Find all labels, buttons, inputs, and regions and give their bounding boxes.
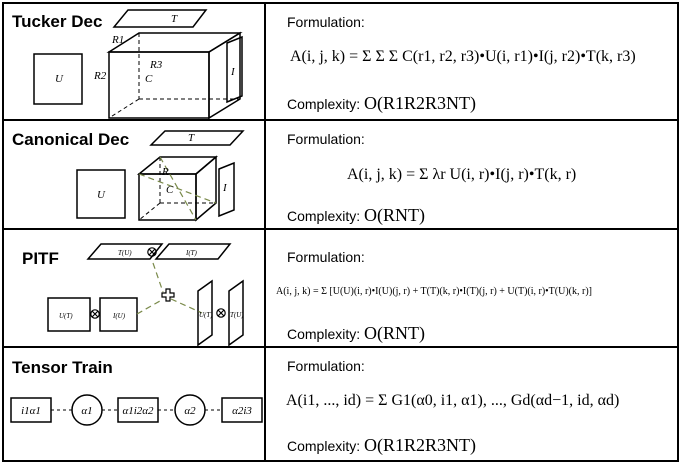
table-frame [2, 2, 679, 462]
train-core-3 [221, 397, 263, 423]
tucker-label-r3: R3 [149, 59, 163, 71]
formulation-label: Formulation: [287, 131, 365, 147]
column-divider [264, 2, 266, 462]
tucker-label-u: U [55, 73, 64, 85]
row-title-pitf: PITF [22, 249, 59, 268]
canonical-core-side [195, 155, 217, 222]
pitf-label-i-u: I(U) [112, 312, 126, 320]
pitf-plus-icon [161, 288, 175, 302]
complexity-value: O(RNT) [364, 323, 426, 343]
pitf-t-u-factor-2 [228, 279, 244, 347]
pitf-diagram [47, 243, 244, 347]
row-title-tensor-train: Tensor Train [12, 358, 113, 377]
tucker-label-i: I [230, 66, 236, 78]
complexity-row: Complexity: O(R1R2R3NT) [287, 93, 476, 114]
pitf-label-u-t-2: U(T) [199, 311, 213, 319]
tucker-label-r1: R1 [111, 34, 124, 46]
tucker-core-side [208, 31, 241, 120]
pitf-i-t-factor [154, 243, 232, 260]
complexity-value: O(RNT) [364, 205, 426, 225]
tensor-train-diagram [10, 394, 263, 426]
canonical-i-factor [218, 161, 235, 218]
row-title-canonical: Canonical Dec [12, 130, 130, 149]
canonical-label-c: C [166, 184, 174, 196]
row-title-tucker: Tucker Dec [12, 12, 103, 31]
tucker-label-t: T [171, 13, 178, 25]
formulation-label: Formulation: [287, 14, 365, 30]
tucker-core-top [106, 32, 243, 53]
tucker-label-r2: R2 [93, 70, 107, 82]
canonical-label-i: I [222, 182, 228, 194]
train-label-3: α1i2α2 [122, 405, 154, 417]
row-divider [2, 346, 679, 348]
train-label-2: α1 [81, 405, 92, 417]
complexity-label: Complexity: [287, 326, 361, 342]
row-divider [2, 119, 679, 121]
tensor-train-formula: A(i1, ..., id) = Σ G1(α0, i1, α1), ..., … [286, 392, 620, 409]
tucker-formula: A(i, j, k) = Σ Σ Σ C(r1, r2, r3)•U(i, r1… [290, 48, 636, 65]
complexity-label: Complexity: [287, 438, 361, 454]
pitf-times-icons [90, 247, 226, 319]
pitf-formula: A(i, j, k) = Σ [U(U)(i, r)•I(U)(j, r) + … [276, 286, 592, 297]
complexity-row: Complexity: O(RNT) [287, 205, 425, 226]
pitf-u-t-factor [47, 297, 91, 332]
canonical-u-factor [76, 169, 126, 219]
pitf-label-t-u-2: T(U) [230, 311, 244, 319]
row-divider [2, 228, 679, 230]
pitf-i-u-factor [99, 297, 138, 332]
pitf-u-t-factor-2 [197, 279, 213, 347]
complexity-value: O(R1R2R3NT) [364, 435, 477, 455]
canonical-formula: A(i, j, k) = Σ λr U(i, r)•I(j, r)•T(k, r… [347, 166, 577, 183]
pitf-t-u-factor [86, 243, 164, 260]
canonical-label-r: R [161, 166, 169, 178]
formulation-label: Formulation: [287, 249, 365, 265]
canonical-t-factor [149, 130, 245, 146]
tucker-label-c: C [145, 73, 153, 85]
complexity-row: Complexity: O(RNT) [287, 323, 425, 344]
canonical-diagram [76, 130, 245, 222]
canonical-label-t: T [188, 132, 195, 144]
canonical-core-top [136, 156, 219, 175]
complexity-row: Complexity: O(R1R2R3NT) [287, 435, 476, 456]
complexity-label: Complexity: [287, 208, 361, 224]
tucker-i-factor [226, 35, 243, 104]
tucker-u-factor [33, 53, 83, 105]
formulation-label: Formulation: [287, 358, 365, 374]
tucker-diagram [33, 9, 243, 120]
pitf-label-t-u: T(U) [118, 249, 132, 257]
train-label-1: i1α1 [21, 405, 41, 417]
tucker-t-factor [112, 9, 208, 28]
complexity-label: Complexity: [287, 96, 361, 112]
canonical-label-u: U [97, 189, 106, 201]
train-label-4: α2 [184, 405, 196, 417]
pitf-label-u-t: U(T) [59, 312, 73, 320]
pitf-label-i-t: I(T) [185, 249, 198, 257]
complexity-value: O(R1R2R3NT) [364, 93, 477, 113]
train-label-5: α2i3 [232, 405, 252, 417]
